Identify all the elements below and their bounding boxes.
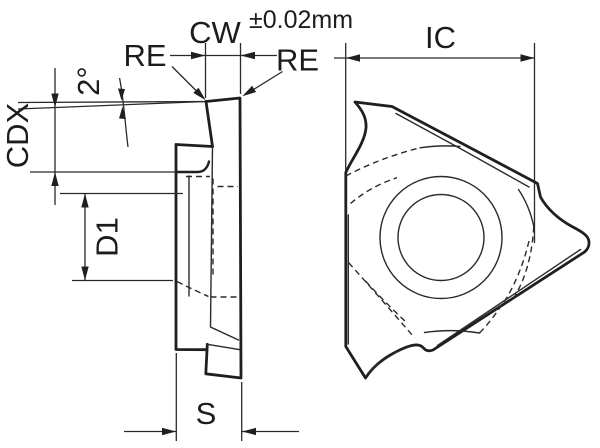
side-view xyxy=(174,96,243,380)
angle-dimension: 2° xyxy=(17,66,207,148)
s-label: S xyxy=(196,396,217,431)
side-view-front-face-edge xyxy=(209,145,240,341)
side-view-dimensions: CW ±0.02mm RE RE 2° C xyxy=(0,6,353,441)
side-view-notch-top xyxy=(174,143,214,148)
cw-arrow-left xyxy=(191,51,206,60)
side-view-flank xyxy=(204,100,214,148)
re-right-label: RE xyxy=(276,43,319,78)
top-view-bottom-edge-visible xyxy=(419,145,535,334)
cdx-arrow-top xyxy=(51,93,59,108)
hole-circle xyxy=(397,193,485,282)
ic-dimension: IC xyxy=(334,20,536,243)
top-view xyxy=(344,100,591,380)
d1-arrow-top xyxy=(81,193,89,208)
s-arrow-left xyxy=(162,427,176,436)
s-dimension: S xyxy=(124,353,299,441)
side-view-left-face xyxy=(174,143,208,352)
re-left-dimension: RE xyxy=(123,38,206,101)
cdx-label: CDX xyxy=(0,102,35,168)
side-view-hidden-lines xyxy=(176,175,238,298)
cw-dimension: CW ±0.02mm xyxy=(170,6,353,98)
re-left-label: RE xyxy=(123,38,166,73)
cdx-arrow-bottom xyxy=(51,172,59,186)
angle-arrow-upper xyxy=(118,88,125,101)
top-view-edge-lands xyxy=(347,112,582,375)
counterbore-circle xyxy=(379,175,503,300)
d1-label: D1 xyxy=(90,217,125,257)
ic-arrow-right xyxy=(520,54,535,62)
cw-arrow-right xyxy=(240,51,255,60)
cdx-dimension: CDX xyxy=(0,68,176,205)
d1-arrow-bottom xyxy=(81,266,89,281)
side-view-blade-top-edge xyxy=(206,343,242,351)
ic-arrow-left xyxy=(346,54,360,62)
re-left-arrow xyxy=(193,87,206,101)
side-view-outline xyxy=(204,96,243,380)
angle-label: 2° xyxy=(71,66,106,96)
top-view-outline xyxy=(344,100,591,380)
re-right-arrow xyxy=(242,85,257,97)
angle-arrow-lower xyxy=(119,106,126,119)
top-view-hidden-lines xyxy=(345,147,535,339)
side-view-shelf xyxy=(174,160,211,174)
ic-label: IC xyxy=(425,20,456,55)
s-arrow-right xyxy=(242,427,256,436)
cw-label: CW xyxy=(189,15,241,50)
cw-tolerance-label: ±0.02mm xyxy=(249,6,353,34)
re-right-dimension: RE xyxy=(242,43,319,97)
d1-dimension: D1 xyxy=(60,192,183,282)
